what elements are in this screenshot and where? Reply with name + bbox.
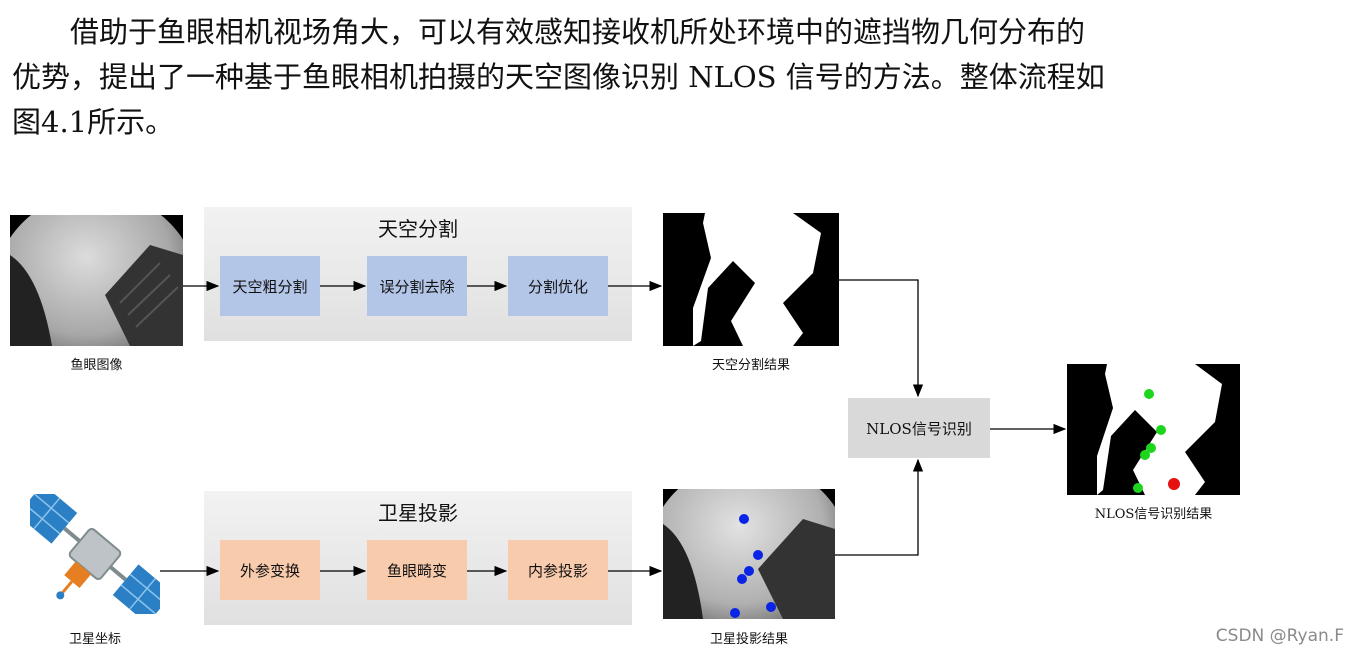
los-point [1140, 450, 1150, 460]
satellite-point [737, 574, 747, 584]
step-extrinsic-transform: 外参变换 [220, 540, 320, 600]
paragraph-line-3: 图4.1所示。 [12, 105, 175, 139]
sky-panel-title: 天空分割 [378, 217, 458, 241]
step-intrinsic-projection: 内参投影 [508, 540, 608, 600]
paragraph-line-2: 优势，提出了一种基于鱼眼相机拍摄的天空图像识别 NLOS 信号的方法。整体流程如 [12, 60, 1105, 94]
nlos-result-image [1067, 364, 1240, 495]
nlos-identification-box: NLOS信号识别 [848, 398, 990, 458]
sat-panel-title: 卫星投影 [378, 501, 458, 525]
los-point [1146, 443, 1156, 453]
fisheye-image [10, 215, 183, 346]
step-fisheye-distortion: 鱼眼畸变 [367, 540, 467, 600]
arrow [835, 458, 924, 556]
watermark: CSDN @Ryan.F [1215, 626, 1344, 646]
caption-sky-result: 天空分割结果 [711, 358, 790, 373]
caption-satellite: 卫星坐标 [68, 632, 121, 647]
satellite-point [744, 566, 754, 576]
step-segmentation-optimization: 分割优化 [508, 256, 608, 316]
arrow [839, 279, 924, 398]
intro-paragraph: 借助于鱼眼相机视场角大，可以有效感知接收机所处环境中的遮挡物几何分布的 优势，提… [12, 10, 1342, 145]
caption-fisheye: 鱼眼图像 [70, 358, 123, 373]
satellite-point [766, 602, 776, 612]
sky-segmentation-result-image [663, 213, 839, 346]
caption-projection-result: 卫星投影结果 [709, 632, 788, 647]
satellite-point [739, 514, 749, 524]
los-point [1133, 483, 1143, 493]
step-mis-segmentation-removal: 误分割去除 [367, 256, 467, 316]
satellite-icon [30, 494, 160, 614]
los-point [1156, 425, 1166, 435]
satellite-projection-result-image [663, 489, 835, 619]
satellite-point [730, 608, 740, 618]
caption-nlos-result: NLOS信号识别结果 [1094, 507, 1213, 522]
los-point [1144, 389, 1154, 399]
nlos-point [1168, 478, 1180, 490]
step-sky-coarse-segmentation: 天空粗分割 [220, 256, 320, 316]
satellite-point [753, 550, 763, 560]
paragraph-line-1: 借助于鱼眼相机视场角大，可以有效感知接收机所处环境中的遮挡物几何分布的 [70, 15, 1086, 49]
